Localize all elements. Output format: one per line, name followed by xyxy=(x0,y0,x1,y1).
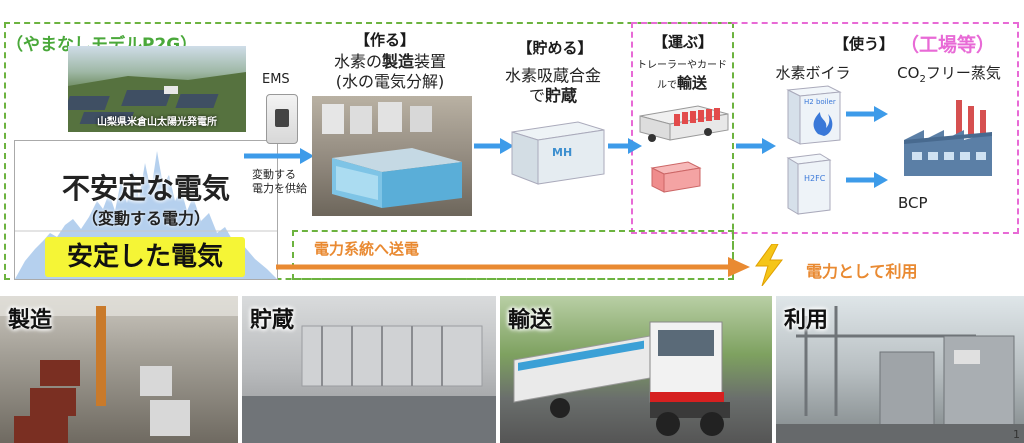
factory-icon xyxy=(900,96,996,180)
mh-tank-icon: MH xyxy=(508,118,608,188)
store-heading: 【貯める】 xyxy=(517,39,593,57)
boiler-label: 水素ボイラ xyxy=(775,64,851,82)
store-to-transport-arrow xyxy=(608,138,642,154)
make-description: 水素の製造装置 (水の電気分解) xyxy=(310,52,470,92)
ems-device-icon xyxy=(266,94,298,144)
photo-use: 利用 1 xyxy=(776,296,1024,443)
photo-transport: 輸送 xyxy=(500,296,772,443)
make-line3: (水の電気分解) xyxy=(335,72,445,91)
boiler-to-factory-arrow xyxy=(846,106,888,122)
make-line2a: 水素の xyxy=(333,52,382,71)
stable-power-band: 安定した電気 xyxy=(45,237,245,277)
supply-label: 変動する 電力を供給 xyxy=(252,168,307,196)
solar-plant-photo: 山梨県米倉山太陽光発電所 xyxy=(68,46,246,132)
photo-production: 製造 xyxy=(0,296,238,443)
transport-line3: ルで輸送 xyxy=(632,72,732,93)
store-line2: 水素吸蔵合金 xyxy=(504,66,601,85)
store-line3: で貯蔵 xyxy=(478,82,628,106)
unstable-power-subtitle: （変動する電力） xyxy=(81,209,210,228)
transport-heading: 【運ぶ】 xyxy=(652,33,713,51)
steam-label-sub: 2 xyxy=(919,74,926,85)
electrolyzer-image xyxy=(312,96,472,216)
transport-line2: トレーラーやカード xyxy=(637,60,727,71)
power-use-label: 電力として利用 xyxy=(806,262,918,281)
h2-boiler-icon: H2 boiler xyxy=(784,84,842,146)
photo-transport-label: 輸送 xyxy=(508,308,553,333)
lightning-icon xyxy=(755,244,784,286)
photo-storage-label: 貯蔵 xyxy=(250,308,295,333)
factory-heading: （工場等） xyxy=(900,34,996,56)
mh-label: MH xyxy=(552,146,573,159)
photo-storage: 貯蔵 xyxy=(242,296,496,443)
photo-use-label: 利用 xyxy=(784,308,829,333)
store-line3a: で xyxy=(528,86,545,105)
make-heading: 【作る】 xyxy=(354,31,415,49)
steam-label-pre: CO xyxy=(897,64,920,82)
page-number: 1 xyxy=(1013,428,1020,441)
boiler-tag: H2 boiler xyxy=(804,98,836,106)
photo-production-label: 製造 xyxy=(8,308,53,333)
h2-fuel-cell-icon: H2FC xyxy=(784,152,832,216)
steam-label-post: フリー蒸気 xyxy=(925,64,1001,82)
grid-arrow xyxy=(276,257,750,277)
use-heading: 【使う】 xyxy=(833,35,894,53)
ems-label: EMS xyxy=(262,72,290,87)
transport-use-frame xyxy=(631,22,1019,234)
make-line2c: 装置 xyxy=(414,52,447,71)
stable-power-label: 安定した電気 xyxy=(66,242,223,272)
fc-to-factory-arrow xyxy=(846,172,888,188)
store-line3b: 貯蔵 xyxy=(545,86,578,105)
transport-to-use-arrow xyxy=(736,138,776,154)
transport-line3b: 輸送 xyxy=(676,74,707,92)
fc-tag: H2FC xyxy=(804,174,826,183)
power-graph: 不安定な電気 （変動する電力） 安定した電気 xyxy=(14,140,278,280)
unstable-power-title: 不安定な電気 xyxy=(61,172,230,205)
cartridge-icon xyxy=(650,158,702,194)
grid-label: 電力系統へ送電 xyxy=(314,240,420,258)
make-to-store-arrow xyxy=(474,138,514,154)
transport-line3a: ルで xyxy=(656,80,677,91)
grid-frame xyxy=(292,230,734,280)
trailer-icon xyxy=(638,96,730,146)
steam-label: CO2フリー蒸気 xyxy=(884,62,1014,85)
solar-plant-caption: 山梨県米倉山太陽光発電所 xyxy=(97,117,217,128)
supply-arrow xyxy=(244,148,314,164)
bcp-label: BCP xyxy=(898,194,928,212)
make-line2b: 製造 xyxy=(381,52,414,71)
